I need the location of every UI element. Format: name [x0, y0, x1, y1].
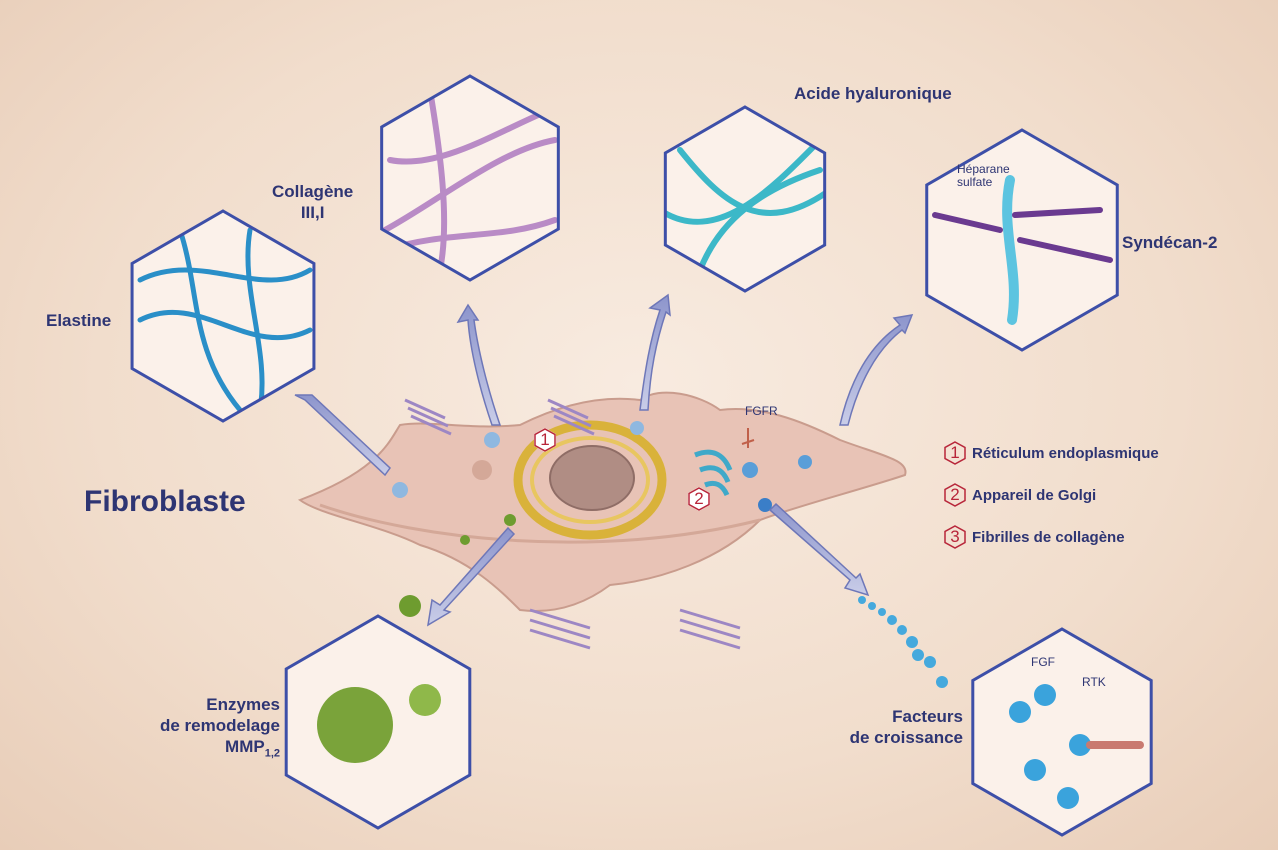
mmp-enzymes-free [399, 535, 470, 617]
legend-item: 3 Fibrilles de collagène [944, 516, 1159, 558]
label-heparane-sulfate: Héparane sulfate [957, 163, 1010, 189]
label-fgf: FGF [1031, 655, 1055, 669]
label-syndecan: Syndécan-2 [1122, 233, 1218, 252]
growth-factor-ball [1057, 787, 1079, 809]
legend-text: Réticulum endoplasmique [972, 444, 1159, 462]
label-heparane-line1: Héparane [957, 162, 1010, 176]
title-fibroblaste: Fibroblaste [84, 485, 246, 518]
label-fgfr: FGFR [745, 404, 778, 418]
label-enzymes: Enzymes de remodelage MMP1,2 [160, 694, 280, 764]
hex-facteurs [971, 627, 1153, 837]
hexagon-badge-icon: 1 [944, 441, 966, 465]
legend: 1 Réticulum endoplasmique 2 Appareil de … [944, 432, 1159, 558]
collagen-fibrils [404, 398, 741, 650]
hex-acide-hyaluronique [663, 105, 827, 293]
label-enzymes-line2: de remodelage [160, 716, 280, 735]
hex-enzymes [284, 614, 472, 830]
label-collagene-line2: III,I [300, 203, 325, 222]
hex-collagene [380, 74, 560, 282]
legend-text: Appareil de Golgi [972, 486, 1097, 504]
secretion-arrows [294, 293, 914, 627]
label-facteurs-line2: de croissance [849, 728, 963, 747]
legend-item: 1 Réticulum endoplasmique [944, 432, 1159, 474]
label-rtk: RTK [1082, 675, 1106, 689]
growth-factor-ball [1024, 759, 1046, 781]
nucleus [549, 445, 635, 511]
label-facteurs: Facteurs de croissance [848, 706, 963, 748]
growth-factor-ball [1069, 734, 1091, 756]
fibroblast-cell [297, 391, 907, 612]
growth-factor-beads [858, 596, 948, 688]
legend-text: Fibrilles de collagène [972, 528, 1125, 546]
badge-1: 1 [534, 428, 556, 452]
hexagon-badge-icon: 2 [944, 483, 966, 507]
label-heparane-line2: sulfate [957, 175, 993, 189]
hex-elastine [130, 209, 316, 423]
label-facteurs-line1: Facteurs [892, 707, 963, 726]
legend-item: 2 Appareil de Golgi [944, 474, 1159, 516]
label-collagene-line1: Collagène [272, 182, 354, 201]
label-collagene: Collagène III,I [272, 181, 353, 223]
growth-factor-ball [1034, 684, 1056, 706]
label-elastine: Elastine [46, 311, 112, 330]
badge-2: 2 [688, 487, 710, 511]
hexagon-badge-icon: 3 [944, 525, 966, 549]
fgfr-receptor [741, 428, 755, 448]
hex-syndecan [925, 128, 1119, 352]
golgi-apparatus [694, 449, 733, 497]
growth-factor-ball [1009, 701, 1031, 723]
label-enzymes-line1: Enzymes [206, 695, 280, 714]
label-acide-hyaluronique: Acide hyaluronique [794, 84, 952, 103]
label-enzymes-line3: MMP1,2 [225, 737, 280, 760]
